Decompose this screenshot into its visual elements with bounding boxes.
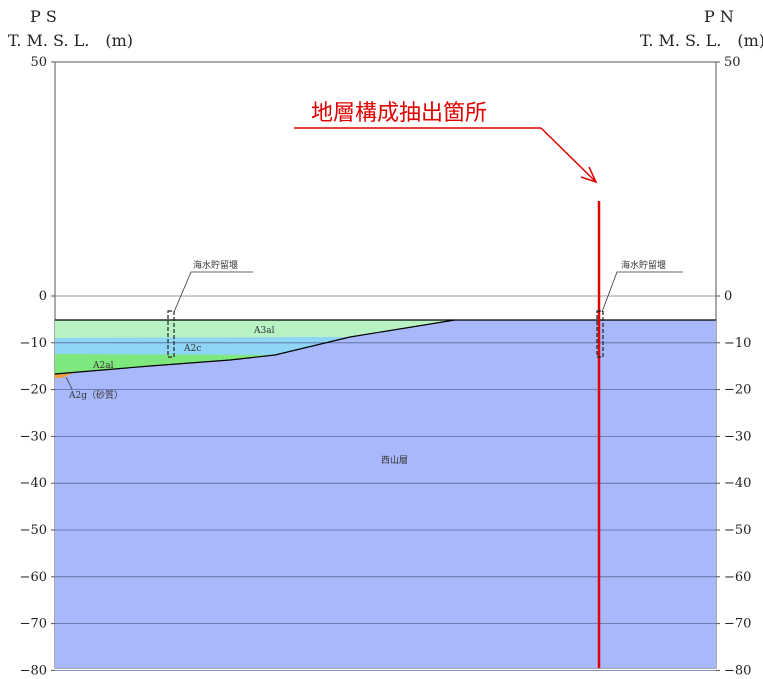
a2g-leader-line — [65, 376, 73, 390]
left-units-label: T. M. S. L. (m) — [8, 31, 133, 50]
left-seawall-leader — [173, 271, 253, 313]
right-units-label: T. M. S. L. (m) — [640, 31, 763, 50]
a2c-label: A2c — [183, 344, 201, 354]
a2al-label: A2al — [92, 361, 114, 371]
left-tick-label: 50 — [30, 55, 47, 70]
right-tick-label: 50 — [724, 55, 741, 70]
callout-leader — [540, 127, 597, 183]
right-seawall-marker — [596, 310, 604, 358]
a2c-layer — [55, 337, 350, 355]
right-tick-label: −20 — [724, 383, 751, 398]
left-tick-label: −70 — [20, 617, 47, 632]
nishiyama-label: 西山層 — [381, 455, 408, 466]
right-tick-label: −60 — [724, 570, 751, 585]
left-tick-label: 0 — [39, 289, 47, 304]
right-tick-label: −40 — [724, 476, 751, 491]
left-axis-ticks: 50 0 −10 −20 −30 −40 −50 −60 −70 −80 — [20, 55, 47, 678]
left-tick-label: −80 — [20, 663, 47, 678]
a3al-layer — [55, 320, 455, 338]
left-tick-label: −40 — [20, 476, 47, 491]
a3al-label: A3al — [253, 326, 275, 336]
right-tick-label: −30 — [724, 429, 751, 444]
left-section-code: P S — [30, 7, 57, 26]
left-tick-label: −10 — [20, 336, 47, 351]
bedrock-boundary-line — [54, 319, 456, 375]
a2g-label: A2g（砂質） — [68, 389, 123, 401]
left-seawall-marker — [167, 310, 175, 358]
left-seawall-label: 海水貯留堰 — [193, 259, 238, 271]
right-tick-label: −80 — [724, 663, 751, 678]
right-tick-label: −50 — [724, 523, 751, 538]
gridlines — [51, 61, 720, 671]
left-tick-label: −50 — [20, 523, 47, 538]
right-tick-label: −70 — [724, 617, 751, 632]
callout-arrowhead — [580, 166, 598, 184]
extraction-callout-text: 地層構成抽出箇所 — [311, 101, 487, 126]
nishiyama-layer — [55, 320, 716, 668]
right-section-code: P N — [704, 7, 734, 26]
right-seawall-leader — [601, 271, 683, 313]
left-tick-label: −30 — [20, 429, 47, 444]
right-tick-label: 0 — [724, 289, 732, 304]
left-tick-label: −60 — [20, 570, 47, 585]
right-seawall-label: 海水貯留堰 — [621, 259, 666, 271]
left-tick-label: −20 — [20, 383, 47, 398]
right-tick-label: −10 — [724, 336, 751, 351]
right-axis-ticks: 50 0 −10 −20 −30 −40 −50 −60 −70 −80 — [724, 55, 751, 678]
